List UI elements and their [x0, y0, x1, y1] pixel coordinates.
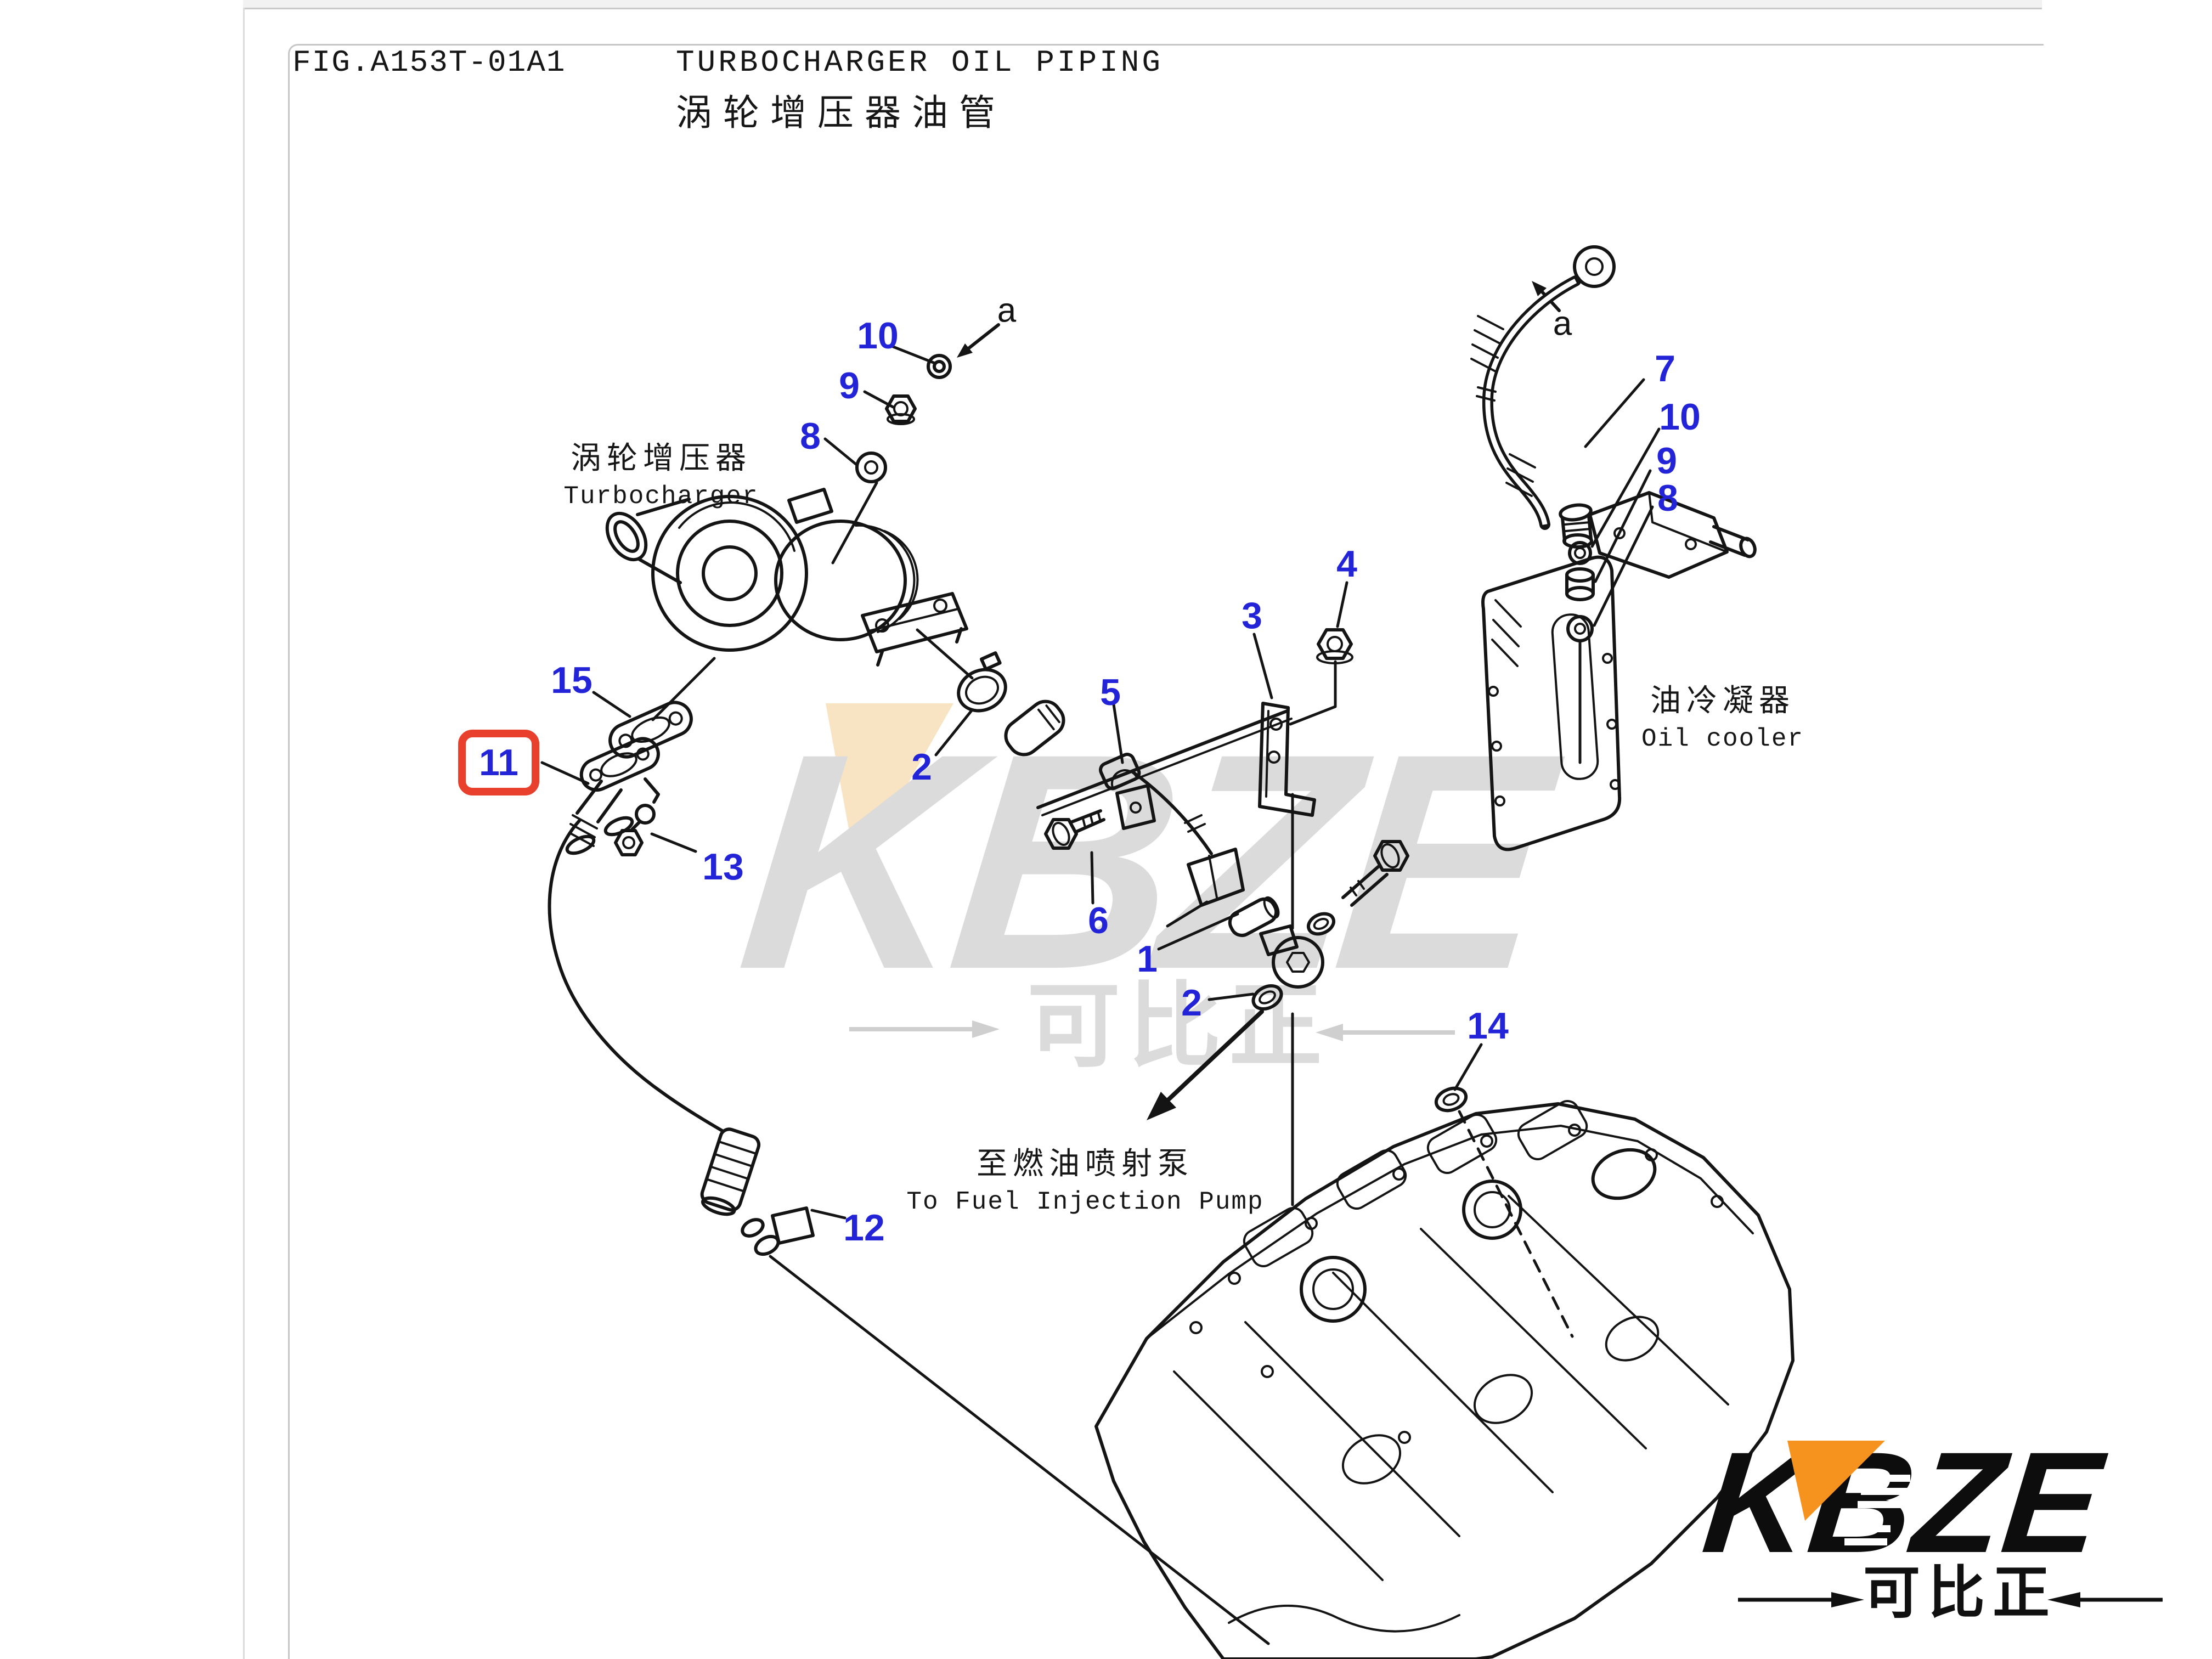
- callout-3[interactable]: 3: [1242, 595, 1262, 636]
- label-to-fuel-injection-pump-en: To Fuel Injection Pump: [906, 1188, 1264, 1216]
- label-turbocharger-zh: 涡轮增压器: [570, 441, 752, 475]
- callout-11-highlighted[interactable]: 11: [458, 730, 539, 795]
- callout-9[interactable]: 9: [1656, 440, 1677, 482]
- callout-a[interactable]: a: [1553, 304, 1572, 343]
- label-to-fuel-injection-pump-zh: 至燃油喷射泵: [977, 1146, 1194, 1181]
- turbocharger-drawing: [605, 488, 968, 667]
- oil-hose-drawing: [1470, 245, 1616, 642]
- callout-8[interactable]: 8: [800, 415, 821, 457]
- label-oil-cooler-zh: 油冷凝器: [1650, 683, 1795, 718]
- page-left-divider: [243, 8, 245, 1659]
- oil-cooler-drawing: [1481, 491, 1757, 851]
- callout-5[interactable]: 5: [1100, 672, 1121, 713]
- brand-logo-sub: 可比正: [1863, 1561, 2058, 1625]
- fitting-parts-left: [855, 354, 952, 483]
- callout-8[interactable]: 8: [1657, 477, 1678, 519]
- callout-2[interactable]: 2: [911, 746, 932, 788]
- label-oil-cooler-en: Oil cooler: [1641, 725, 1804, 753]
- label-oil-cooler: 油冷凝器 Oil cooler: [1641, 676, 1804, 753]
- callout-1[interactable]: 1: [1137, 938, 1158, 980]
- callout-10[interactable]: 10: [1659, 396, 1701, 438]
- pipe-cluster: [957, 628, 1468, 1113]
- callout-10[interactable]: 10: [857, 315, 899, 357]
- callout-14[interactable]: 14: [1467, 1005, 1509, 1047]
- callout-9[interactable]: 9: [839, 365, 860, 407]
- reference-arrows: [957, 281, 1561, 1120]
- drain-tube-group: [548, 701, 815, 1256]
- callout-6[interactable]: 6: [1088, 900, 1109, 941]
- label-turbocharger: 涡轮增压器 Turbocharger: [563, 433, 758, 511]
- page-title-zh: 涡轮增压器油管: [676, 92, 1006, 133]
- engine-block-drawing: [1094, 1100, 1795, 1659]
- center-watermark-sub: 可比正: [1027, 974, 1330, 1079]
- callout-a[interactable]: a: [997, 291, 1017, 330]
- page-title: TURBOCHARGER OIL PIPING: [676, 45, 1163, 80]
- callout-13[interactable]: 13: [702, 846, 744, 888]
- drawing-frame: [288, 44, 2044, 1659]
- label-turbocharger-en: Turbocharger: [563, 482, 759, 511]
- figure-code: FIG.A153T-01A1: [292, 45, 566, 80]
- callout-4[interactable]: 4: [1336, 543, 1357, 585]
- callout-7[interactable]: 7: [1655, 348, 1675, 390]
- callout-15[interactable]: 15: [551, 659, 592, 701]
- callout-2[interactable]: 2: [1181, 982, 1202, 1024]
- label-to-fuel-injection-pump: 至燃油喷射泵 To Fuel Injection Pump: [906, 1139, 1263, 1216]
- top-bar: [243, 0, 2042, 9]
- callout-12[interactable]: 12: [843, 1207, 885, 1249]
